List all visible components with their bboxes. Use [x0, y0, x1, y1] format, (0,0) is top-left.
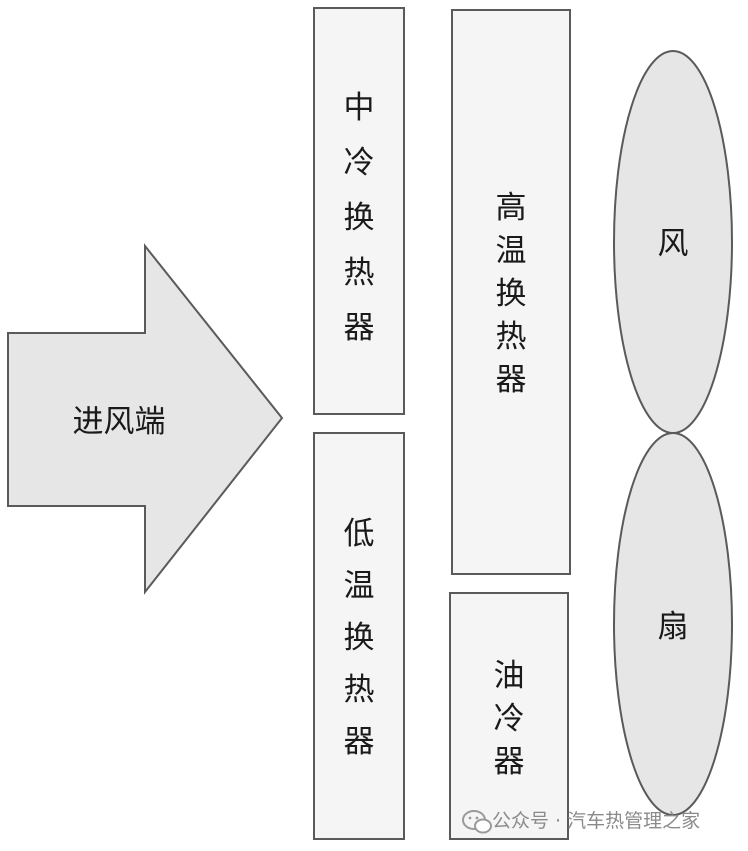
watermark: 公众号 · 汽车热管理之家 — [462, 810, 700, 834]
high-temp-radiator-rect — [451, 9, 571, 575]
high-temp-radiator-label: 高温换热器 — [496, 190, 527, 398]
inlet-arrow-shape — [7, 243, 284, 595]
low-temp-radiator-block: 低温换热器 — [313, 432, 405, 840]
wechat-icon — [462, 810, 492, 834]
watermark-text: 公众号 · 汽车热管理之家 — [492, 810, 700, 832]
oil-cooler-block: 油冷器 — [449, 592, 569, 840]
fan-label-bottom: 扇 — [658, 609, 689, 645]
oil-cooler-rect — [449, 592, 569, 840]
low-temp-radiator-rect — [313, 432, 405, 840]
low-temp-radiator-label: 低温换热器 — [344, 516, 375, 760]
fan-label-top: 风 — [658, 226, 689, 262]
fan-blade-bottom — [613, 432, 733, 816]
intercooler-label: 中冷换热器 — [344, 90, 375, 346]
oil-cooler-label: 油冷器 — [494, 658, 525, 780]
inlet-label: 进风端 — [73, 404, 166, 440]
high-temp-radiator-block: 高温换热器 — [451, 9, 571, 575]
fan: 风 扇 — [613, 50, 733, 816]
inlet-arrow: 进风端 — [7, 243, 284, 595]
intercooler-rect — [313, 7, 405, 415]
intercooler-block: 中冷换热器 — [313, 7, 405, 415]
